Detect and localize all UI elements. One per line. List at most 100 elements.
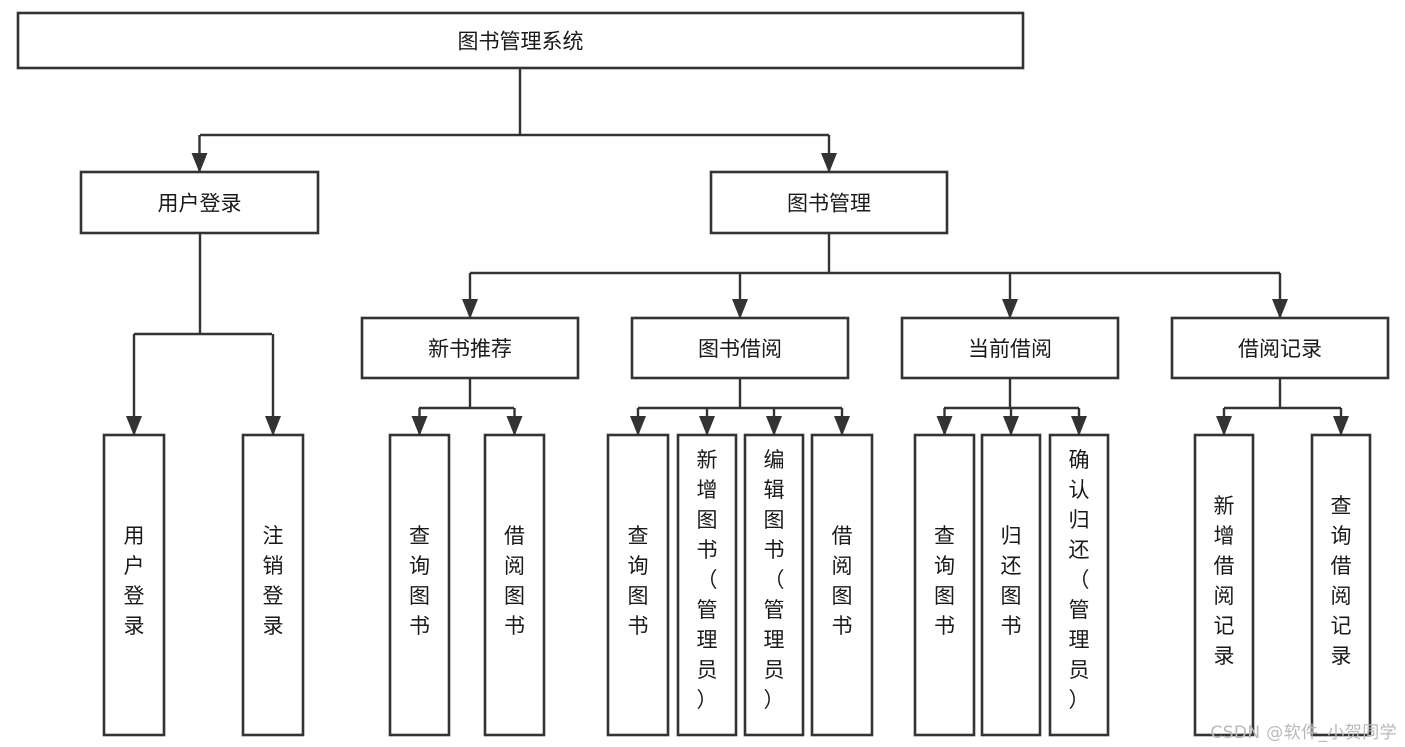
node-label-book-manage: 图书管理 <box>787 192 871 216</box>
node-box-leaf-query-book-2[interactable] <box>606 433 670 737</box>
arrow-head-icon <box>699 416 715 436</box>
node-label-leaf-borrow-book-1: 借阅图书 <box>504 524 525 638</box>
arrow-head-icon <box>1333 416 1349 436</box>
node-box-book-manage[interactable] <box>709 170 949 235</box>
arrow-head-icon <box>411 416 428 436</box>
connector-user-login-to-leaf-user-login <box>126 334 142 436</box>
node-book-borrow[interactable]: 图书借阅 <box>630 316 850 380</box>
node-leaf-borrow-book-2[interactable]: 借阅图书 <box>810 433 874 737</box>
node-root[interactable]: 图书管理系统 <box>16 11 1025 70</box>
connector-borrow-record-to-leaf-add-borrow-record <box>1216 408 1232 436</box>
node-label-leaf-query-book-2: 查询图书 <box>628 524 649 638</box>
node-box-new-book-recommend[interactable] <box>360 316 580 380</box>
arrow-head-icon <box>191 153 208 173</box>
node-box-leaf-query-book-3[interactable] <box>913 433 976 737</box>
node-leaf-query-book-3[interactable]: 查询图书 <box>913 433 976 737</box>
node-book-manage[interactable]: 图书管理 <box>709 170 949 235</box>
node-box-leaf-logout[interactable] <box>241 433 305 737</box>
node-label-borrow-record: 借阅记录 <box>1238 337 1322 361</box>
node-label-leaf-confirm-return-admin: 确认归还（管理员） <box>1069 448 1090 712</box>
arrow-head-icon <box>821 153 837 173</box>
connector-current-borrow-to-leaf-query-book-3 <box>936 408 953 436</box>
node-label-user-login: 用户登录 <box>158 192 242 216</box>
node-label-current-borrow: 当前借阅 <box>968 337 1052 361</box>
node-box-leaf-add-book-admin[interactable] <box>676 433 738 737</box>
node-leaf-edit-book-admin[interactable]: 编辑图书（管理员） <box>743 433 805 737</box>
node-box-leaf-add-borrow-record[interactable] <box>1193 433 1255 737</box>
node-leaf-confirm-return-admin[interactable]: 确认归还（管理员） <box>1048 433 1110 737</box>
node-label-leaf-user-login: 用户登录 <box>124 524 145 638</box>
connector-book-borrow-to-leaf-query-book-2 <box>630 408 646 436</box>
node-label-leaf-query-borrow-record: 查询借阅记录 <box>1331 494 1352 668</box>
arrow-head-icon <box>1003 416 1019 436</box>
node-label-leaf-query-book-1: 查询图书 <box>409 524 430 638</box>
node-new-book-recommend[interactable]: 新书推荐 <box>360 316 580 380</box>
node-leaf-borrow-book-1[interactable]: 借阅图书 <box>483 433 546 737</box>
node-box-current-borrow[interactable] <box>900 316 1120 380</box>
node-label-root: 图书管理系统 <box>458 30 584 54</box>
connector-group-bus-book-borrow <box>638 378 842 410</box>
csdn-watermark: CSDN @软件_小贺同学 <box>1210 723 1397 743</box>
node-borrow-record[interactable]: 借阅记录 <box>1170 316 1390 380</box>
arrow-head-icon <box>462 299 478 319</box>
node-leaf-query-borrow-record[interactable]: 查询借阅记录 <box>1310 433 1372 737</box>
node-box-leaf-edit-book-admin[interactable] <box>743 433 805 737</box>
node-label-leaf-query-book-3: 查询图书 <box>934 524 955 638</box>
arrow-head-icon <box>1216 416 1232 436</box>
arrow-head-icon <box>1002 299 1018 319</box>
connector-current-borrow-to-leaf-return-book <box>1003 408 1019 436</box>
arrow-head-icon <box>506 416 523 436</box>
node-box-book-borrow[interactable] <box>630 316 850 380</box>
node-box-user-login[interactable] <box>79 170 320 235</box>
node-leaf-query-book-1[interactable]: 查询图书 <box>388 433 451 737</box>
node-box-leaf-user-login[interactable] <box>102 433 166 737</box>
connector-root-to-user-login <box>191 135 208 173</box>
connector-group-bus-book-manage <box>470 233 1280 275</box>
node-box-leaf-query-book-1[interactable] <box>388 433 451 737</box>
arrow-head-icon <box>1071 416 1087 436</box>
node-user-login[interactable]: 用户登录 <box>79 170 320 235</box>
connector-book-borrow-to-leaf-borrow-book-2 <box>834 408 850 436</box>
arrow-head-icon <box>630 416 646 436</box>
connector-book-manage-to-book-borrow <box>732 273 748 319</box>
node-box-leaf-borrow-book-1[interactable] <box>483 433 546 737</box>
connector-user-login-to-leaf-logout <box>265 334 281 436</box>
node-leaf-add-borrow-record[interactable]: 新增借阅记录 <box>1193 433 1255 737</box>
arrow-head-icon <box>936 416 953 436</box>
connector-group-bus-new-book <box>419 378 514 410</box>
connector-book-borrow-to-leaf-edit-book-admin <box>766 408 782 436</box>
node-leaf-user-login[interactable]: 用户登录 <box>102 433 166 737</box>
node-box-leaf-borrow-book-2[interactable] <box>810 433 874 737</box>
connector-book-manage-to-borrow-record <box>1272 273 1288 319</box>
node-box-leaf-return-book[interactable] <box>980 433 1042 737</box>
connector-book-borrow-to-leaf-add-book-admin <box>699 408 715 436</box>
node-leaf-logout[interactable]: 注销登录 <box>241 433 305 737</box>
connector-group-bus-current-borrow <box>944 378 1079 410</box>
node-leaf-add-book-admin[interactable]: 新增图书（管理员） <box>676 433 738 737</box>
connector-new-book-recommend-to-leaf-query-book-1 <box>411 408 428 436</box>
node-box-leaf-confirm-return-admin[interactable] <box>1048 433 1110 737</box>
node-box-root[interactable] <box>16 11 1025 70</box>
arrow-head-icon <box>126 416 142 436</box>
node-label-leaf-add-borrow-record: 新增借阅记录 <box>1214 494 1235 668</box>
arrow-head-icon <box>732 299 748 319</box>
connector-borrow-record-to-leaf-query-borrow-record <box>1333 408 1349 436</box>
arrow-head-icon <box>834 416 850 436</box>
node-label-book-borrow: 图书借阅 <box>698 337 782 361</box>
node-label-leaf-add-book-admin: 新增图书（管理员） <box>697 448 718 712</box>
node-current-borrow[interactable]: 当前借阅 <box>900 316 1120 380</box>
node-leaf-query-book-2[interactable]: 查询图书 <box>606 433 670 737</box>
node-label-leaf-borrow-book-2: 借阅图书 <box>832 524 853 638</box>
arrow-head-icon <box>1272 299 1288 319</box>
node-box-leaf-query-borrow-record[interactable] <box>1310 433 1372 737</box>
connector-current-borrow-to-leaf-confirm-return-admin <box>1071 408 1087 436</box>
node-label-leaf-return-book: 归还图书 <box>1001 524 1022 638</box>
connector-group-bus-root <box>200 68 829 137</box>
node-label-leaf-edit-book-admin: 编辑图书（管理员） <box>764 448 785 712</box>
node-leaf-return-book[interactable]: 归还图书 <box>980 433 1042 737</box>
node-box-borrow-record[interactable] <box>1170 316 1390 380</box>
connector-root-to-book-manage <box>821 135 837 173</box>
arrow-head-icon <box>265 416 281 436</box>
